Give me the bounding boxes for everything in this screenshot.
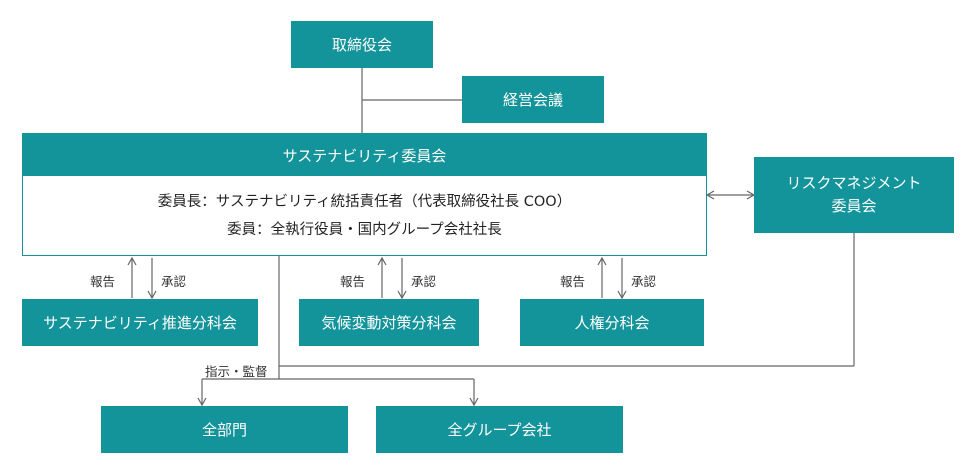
risk-committee-line2: 委員会 — [831, 197, 877, 215]
risk-committee-line1: リスクマネジメント — [786, 174, 922, 192]
approve-label-2: 承認 — [411, 274, 437, 289]
climate-change-subcommittee-box: 気候変動対策分科会 — [299, 299, 479, 346]
committee-members: 委員：全執行役員・国内グループ会社社長 — [227, 222, 502, 238]
risk-management-committee-box: リスクマネジメント 委員会 — [754, 157, 954, 233]
sustainability-committee-panel: サステナビリティ委員会 委員長：サステナビリティ統括責任者（代表取締役社長 CO… — [22, 133, 707, 256]
committee-title: サステナビリティ委員会 — [23, 134, 706, 176]
board-box: 取締役会 — [291, 21, 433, 68]
approve-label-1: 承認 — [161, 274, 187, 289]
all-group-companies-box: 全グループ会社 — [376, 406, 623, 453]
direct-supervise-label: 指示・監督 — [205, 364, 268, 379]
committee-chair: 委員長：サステナビリティ統括責任者（代表取締役社長 COO） — [157, 194, 572, 210]
report-label-3: 報告 — [560, 274, 586, 289]
report-label-2: 報告 — [340, 274, 366, 289]
report-label-1: 報告 — [90, 274, 116, 289]
sustainability-promotion-subcommittee-box: サステナビリティ推進分科会 — [22, 299, 258, 346]
human-rights-subcommittee-box: 人権分科会 — [520, 299, 704, 346]
all-departments-box: 全部門 — [101, 406, 348, 453]
management-meeting-box: 経営会議 — [462, 76, 604, 123]
approve-label-3: 承認 — [631, 274, 657, 289]
